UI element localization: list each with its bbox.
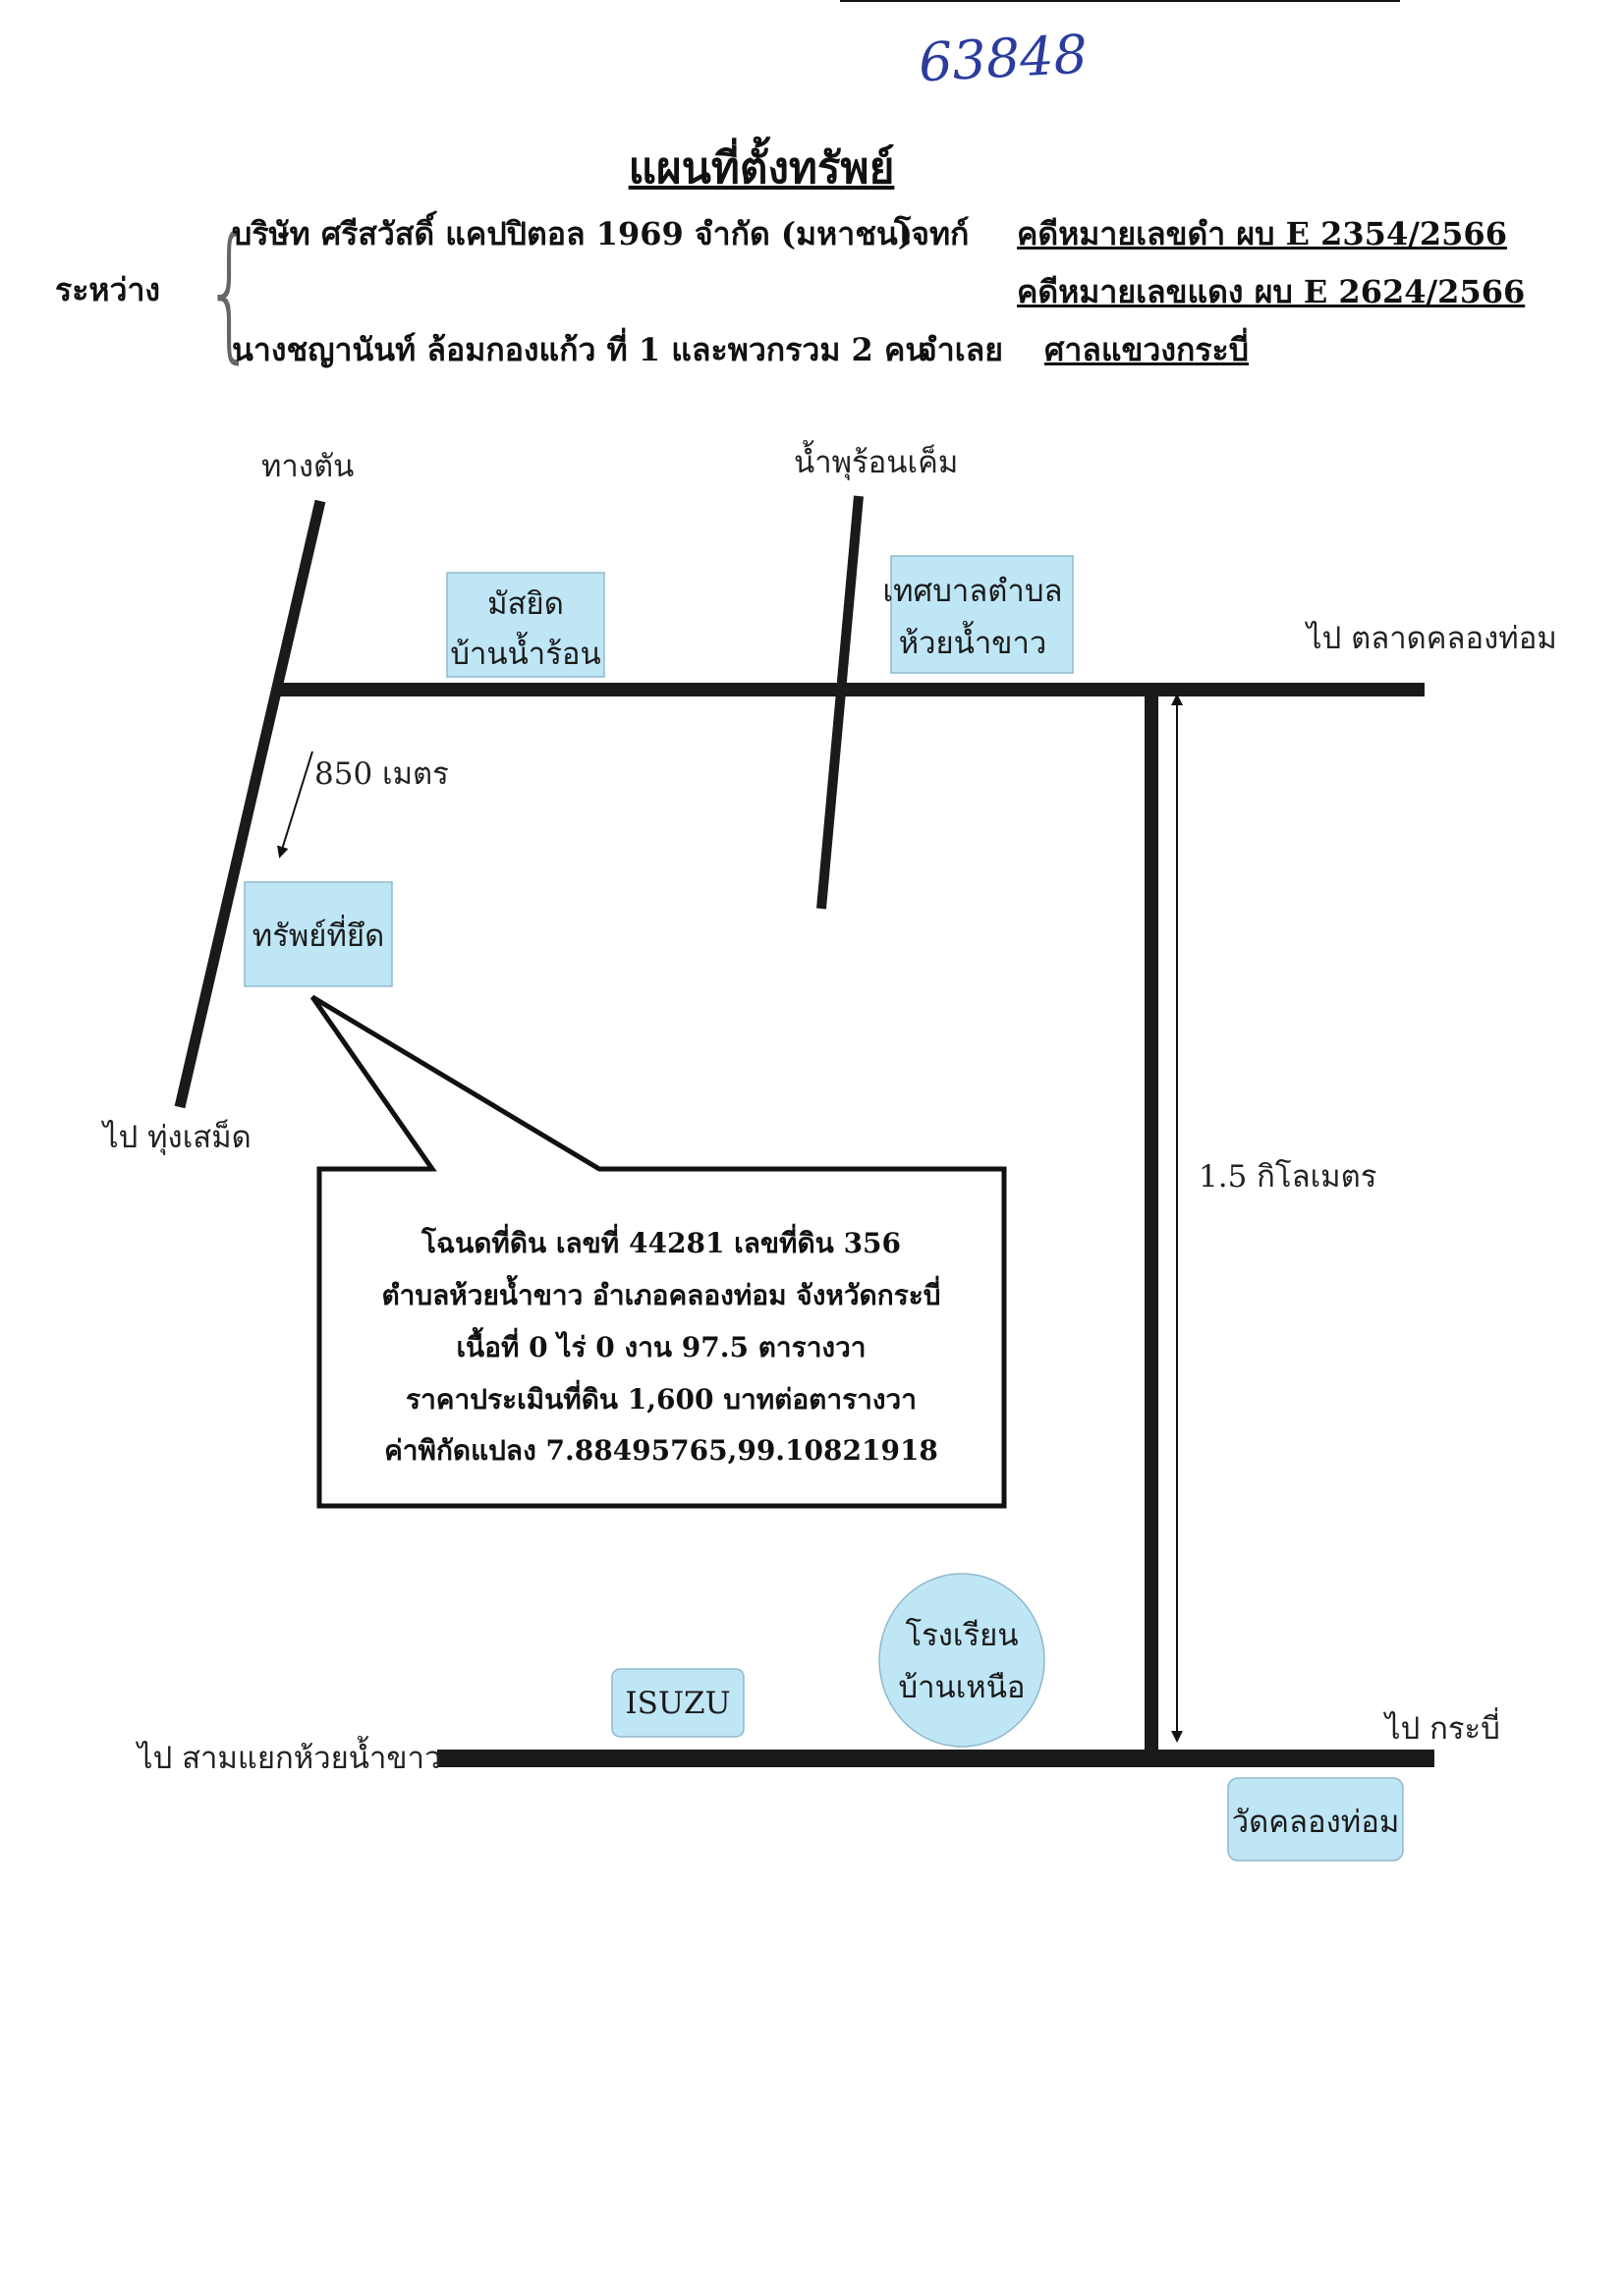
page-title: แผนที่ตั้งทรัพย์ (628, 143, 895, 194)
landmark-school: โรงเรียน บ้านเหนือ (878, 1573, 1045, 1748)
plaintiff-name: บริษัท ศรีสวัสดิ์ แคปปิตอล 1969 จำกัด (ม… (232, 215, 913, 252)
label-hot-spring: น้ำพุร้อนเค็ม (794, 440, 958, 481)
temple-label: วัดคลองท่อม (1232, 1805, 1400, 1840)
plaintiff-role: โจทก์ (894, 215, 970, 252)
defendant-name: นางชญานันท์ ล้อมกองแก้ว ที่ 1 และพวกรวม … (232, 331, 927, 368)
brace-icon: { (203, 206, 255, 377)
red-case-number: คดีหมายเลขแดง ผบ E 2624/2566 (1017, 273, 1526, 310)
mosque-line-2: บ้านน้ำร้อน (450, 632, 600, 672)
label-to-samyaek: ไป สามแยกห้วยน้ำขาว (135, 1736, 441, 1776)
landmark-temple: วัดคลองท่อม (1227, 1777, 1404, 1862)
page-top-border (840, 0, 1400, 2)
school-line-2: บ้านเหนือ (898, 1670, 1025, 1705)
label-to-krabi: ไป กระบี่ (1382, 1707, 1500, 1747)
label-distance-850m: 850 เมตร (314, 756, 449, 792)
callout-box (309, 994, 1007, 1509)
landmark-mosque: มัสยิด บ้านน้ำร้อน (446, 572, 605, 678)
defendant-role: จำเลย (919, 331, 1004, 368)
label-to-talat: ไป ตลาดคลองท่อม (1304, 621, 1557, 656)
isuzu-label: ISUZU (625, 1686, 730, 1721)
label-dead-end: ทางตัน (261, 449, 354, 484)
arrow-850m (277, 751, 313, 859)
label-to-thung: ไป ทุ่งเสม็ด (100, 1119, 252, 1156)
callout-coordinates: ค่าพิกัดแปลง 7.88495765,99.10821918 (384, 1434, 938, 1467)
callout-deed: โฉนดที่ดิน เลขที่ 44281 เลขที่ดิน 356 (420, 1223, 901, 1259)
school-line-1: โรงเรียน (905, 1618, 1018, 1653)
municipality-line-2: ห้วยน้ำขาว (899, 621, 1047, 661)
landmark-municipality: เทศบาลตำบล ห้วยน้ำขาว (882, 555, 1074, 674)
callout-location: ตำบลห้วยน้ำขาว อำเภอคลองท่อม จังหวัดกระบ… (381, 1274, 940, 1311)
between-label: ระหว่าง (55, 271, 161, 308)
landmark-seized-property: ทรัพย์ที่ยึด (244, 881, 393, 987)
mosque-line-1: มัสยิด (487, 586, 564, 622)
road-diagonal (174, 499, 326, 1109)
court-name: ศาลแขวงกระบี่ (1044, 331, 1250, 368)
property-label: ทรัพย์ที่ยึด (252, 915, 384, 954)
black-case-number: คดีหมายเลขดำ ผบ E 2354/2566 (1017, 215, 1507, 252)
label-distance-1-5km: 1.5 กิโลเมตร (1199, 1159, 1376, 1195)
road-hot-spring (816, 495, 864, 910)
callout-area: เนื้อที่ 0 ไร่ 0 งาน 97.5 ตารางวา (456, 1326, 866, 1363)
municipality-line-1: เทศบาลตำบล (882, 574, 1062, 609)
landmark-isuzu: ISUZU (611, 1668, 745, 1738)
callout-price: ราคาประเมินที่ดิน 1,600 บาทต่อตารางวา (406, 1379, 917, 1416)
